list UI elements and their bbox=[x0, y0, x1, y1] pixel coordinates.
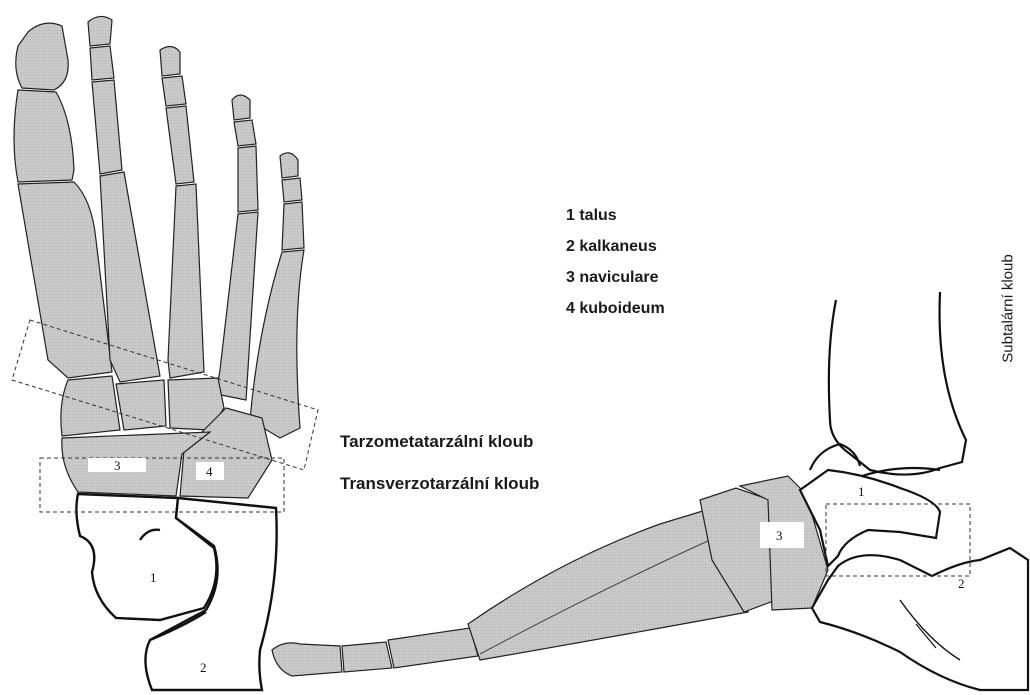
hallux-proximal-phalanx bbox=[14, 90, 74, 182]
lateral-toe-distal bbox=[272, 643, 342, 676]
legend-item-talus: 1 talus bbox=[566, 200, 665, 231]
lateral-toe-middle bbox=[342, 642, 392, 672]
fourth-metatarsal bbox=[216, 212, 258, 400]
third-toe-distal bbox=[160, 46, 180, 76]
second-toe-distal bbox=[88, 16, 112, 46]
second-toe-middle bbox=[90, 46, 114, 80]
third-metatarsal bbox=[168, 184, 204, 378]
second-toe-proximal bbox=[92, 80, 122, 174]
legend-item-cuboid: 4 kuboideum bbox=[566, 293, 665, 324]
lateral-calcaneus bbox=[812, 548, 1028, 690]
dorsal-foot-view bbox=[14, 16, 304, 690]
fourth-toe-distal bbox=[232, 95, 250, 120]
lateral-label-calcaneus: 2 bbox=[958, 576, 965, 591]
fifth-toe-middle bbox=[282, 178, 302, 202]
legend-item-calcaneus: 2 kalkaneus bbox=[566, 231, 665, 262]
label-cuboid: 4 bbox=[206, 464, 213, 479]
fourth-toe-proximal bbox=[238, 146, 258, 212]
fourth-toe-middle bbox=[234, 120, 256, 146]
label-navicular: 3 bbox=[114, 458, 121, 473]
second-metatarsal bbox=[100, 172, 160, 382]
third-toe-middle bbox=[162, 76, 186, 106]
legend-item-navicular: 3 naviculare bbox=[566, 262, 665, 293]
fifth-toe-proximal bbox=[282, 202, 304, 250]
medial-cuneiform bbox=[61, 376, 120, 436]
lateral-foot-view bbox=[272, 476, 828, 676]
tarsometatarsal-joint-label: Tarzometatarzální kloub bbox=[340, 432, 533, 452]
lateral-label-talus: 1 bbox=[858, 484, 865, 499]
bone-legend: 1 talus 2 kalkaneus 3 naviculare 4 kuboi… bbox=[566, 200, 665, 324]
intermediate-cuneiform bbox=[116, 380, 166, 430]
subtalar-joint-label: Subtalární kloub bbox=[1000, 254, 1017, 362]
fifth-metatarsal bbox=[250, 250, 304, 438]
label-talus: 1 bbox=[150, 570, 157, 585]
lateral-toe-proximal bbox=[388, 628, 478, 668]
hallux-distal-phalanx bbox=[16, 23, 68, 90]
transverse-tarsal-joint-label: Transverzotarzální kloub bbox=[340, 474, 539, 494]
first-metatarsal bbox=[18, 182, 112, 378]
lateral-label-navicular: 3 bbox=[776, 528, 783, 543]
lateral-tibia bbox=[829, 292, 966, 475]
label-calcaneus: 2 bbox=[200, 660, 207, 675]
fifth-toe-distal bbox=[280, 153, 298, 178]
third-toe-proximal bbox=[166, 106, 194, 184]
lateral-hindfoot bbox=[800, 292, 1028, 690]
